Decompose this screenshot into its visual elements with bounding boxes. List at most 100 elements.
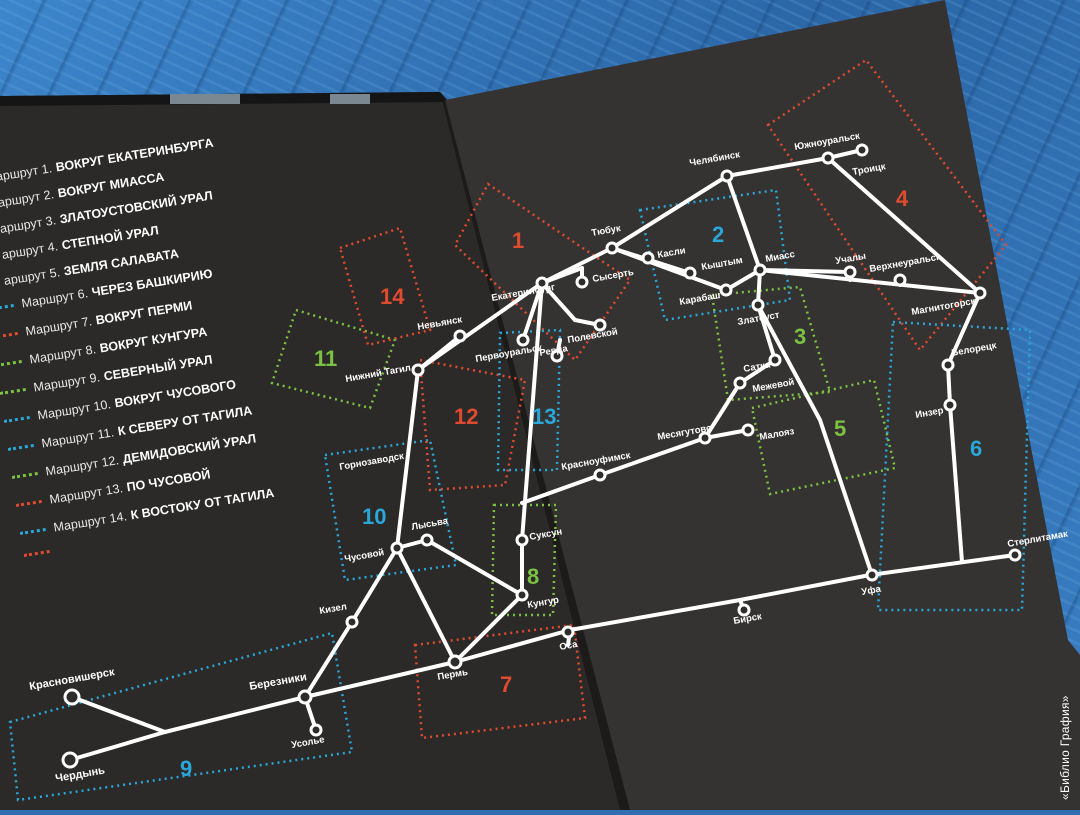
legend-dots-red xyxy=(0,331,18,339)
road-network xyxy=(68,148,1017,762)
city-marker-nevyansk xyxy=(453,329,467,343)
city-marker-sysert xyxy=(575,275,589,289)
city-label-maloyaz: Малояз xyxy=(759,426,796,443)
route-number-5: 5 xyxy=(834,416,846,441)
city-marker-troitsk xyxy=(855,143,869,157)
right-page xyxy=(445,0,1080,810)
city-marker-miass xyxy=(753,263,767,277)
city-label-suksun: Суксун xyxy=(529,526,564,543)
route-7-area xyxy=(413,623,587,740)
route-14-area xyxy=(338,226,432,347)
city-marker-pervouralsk xyxy=(516,333,530,347)
city-label-sterlitamak: Стерлитамак xyxy=(1007,528,1069,549)
city-marker-chelyabinsk xyxy=(720,169,734,183)
city-marker-kizel xyxy=(345,615,359,629)
city-label-usolye: Усолье xyxy=(291,734,326,751)
city-label-miass: Миасс xyxy=(765,249,796,265)
city-label-perm: Пермь xyxy=(437,667,469,683)
route-number-3: 3 xyxy=(794,324,806,349)
city-marker-polevskoy xyxy=(593,318,607,332)
city-marker-kyshtym xyxy=(683,266,697,280)
city-marker-kasli xyxy=(641,251,655,265)
city-label-chusovoy: Чусовой xyxy=(344,547,386,565)
legend-dots-green xyxy=(11,471,38,479)
city-marker-kungur xyxy=(515,588,529,602)
city-marker-ekaterinburg xyxy=(535,276,549,290)
route-number-4: 4 xyxy=(896,186,909,211)
city-label-ekaterinburg: Екатеринбург xyxy=(491,282,556,304)
cover-stripe-2 xyxy=(330,94,370,104)
city-marker-tyubuk xyxy=(605,241,619,255)
city-marker-suksun xyxy=(515,533,529,547)
route-number-11: 11 xyxy=(314,346,337,371)
city-marker-magnitogorsk xyxy=(973,286,987,300)
city-label-karabash: Карабаш xyxy=(679,290,722,308)
city-label-berezniki: Березники xyxy=(248,671,307,693)
city-label-nizhny-tagil: Нижний Тагил xyxy=(345,363,412,385)
city-marker-nizhny-tagil xyxy=(411,363,425,377)
route-6-area xyxy=(876,320,1032,612)
city-marker-krasnovishersk xyxy=(63,688,81,706)
route-number-7: 7 xyxy=(500,672,512,697)
city-label-revda: Ревда xyxy=(539,343,570,359)
route-4-area xyxy=(766,58,1008,353)
city-label-troitsk: Троицк xyxy=(852,161,887,178)
city-label-lysva: Лысьва xyxy=(411,516,450,533)
city-label-ufa: Уфа xyxy=(861,584,883,598)
city-label-nevyansk: Невьянск xyxy=(417,314,464,333)
city-marker-zlatoust xyxy=(751,298,765,312)
city-label-kizel: Кизел xyxy=(319,601,348,617)
city-markers xyxy=(61,143,1022,769)
route-1-area xyxy=(453,182,632,362)
city-label-birsk: Бирск xyxy=(733,611,763,627)
city-marker-krasnoufimsk xyxy=(593,468,607,482)
city-label-uchaly: Учалы xyxy=(835,251,867,267)
city-label-kungur: Кунгур xyxy=(527,595,560,611)
route-number-2: 2 xyxy=(712,222,724,247)
city-label-chelyabinsk: Челябинск xyxy=(689,149,741,169)
city-label-kyshtym: Кыштым xyxy=(701,255,744,273)
route-number-8: 8 xyxy=(527,564,539,589)
legend-dots-blue xyxy=(19,527,46,535)
city-marker-berezniki xyxy=(297,689,313,705)
city-marker-ufa xyxy=(865,568,879,582)
city-label-gornozavodsk: Горнозаводск xyxy=(339,451,405,473)
city-marker-lysva xyxy=(420,533,434,547)
cover-stripe-1 xyxy=(170,94,240,104)
city-label-yuzhnouralsk: Южноуральск xyxy=(794,131,861,153)
route-number-1: 1 xyxy=(512,228,524,253)
city-labels: Челябинск Южноуральск Троицк Тюбук Касли… xyxy=(28,131,1069,785)
legend-dots-green xyxy=(0,359,22,367)
city-marker-uchaly xyxy=(843,265,857,279)
city-label-magnitogorsk: Магнитогорск xyxy=(911,296,977,318)
city-label-osa: Оса xyxy=(559,639,579,653)
city-marker-perm xyxy=(447,654,463,670)
city-label-satka: Сатка xyxy=(743,359,772,375)
city-label-kasli: Касли xyxy=(657,245,687,261)
city-marker-satka xyxy=(768,353,782,367)
photo-credit: «Библио Графия» xyxy=(1058,695,1072,800)
city-label-pervouralsk: Первоуральск xyxy=(475,342,544,365)
legend-dots-blue xyxy=(7,443,34,451)
city-marker-karabash xyxy=(719,283,733,297)
city-marker-mesyagutovo xyxy=(698,431,712,445)
city-label-inzer: Инзер xyxy=(915,405,945,421)
city-marker-osa xyxy=(561,625,575,639)
city-label-tyubuk: Тюбук xyxy=(591,223,622,239)
route-number-13: 13 xyxy=(532,404,556,429)
route-numbers: 1 2 3 4 5 6 7 8 9 10 11 12 13 14 xyxy=(180,186,982,781)
route-5-area xyxy=(750,378,897,496)
city-marker-birsk xyxy=(737,603,751,617)
city-marker-chusovoy xyxy=(390,541,404,555)
city-label-mezhevoy: Межевой xyxy=(752,377,796,395)
route-number-6: 6 xyxy=(970,436,982,461)
route-number-9: 9 xyxy=(180,756,192,781)
route-number-12: 12 xyxy=(454,404,478,429)
route-9-area xyxy=(8,631,354,802)
legend-dots-blue xyxy=(3,415,30,423)
legend-dots-red xyxy=(15,499,42,507)
city-label-polevskoy: Полевской xyxy=(567,326,619,346)
